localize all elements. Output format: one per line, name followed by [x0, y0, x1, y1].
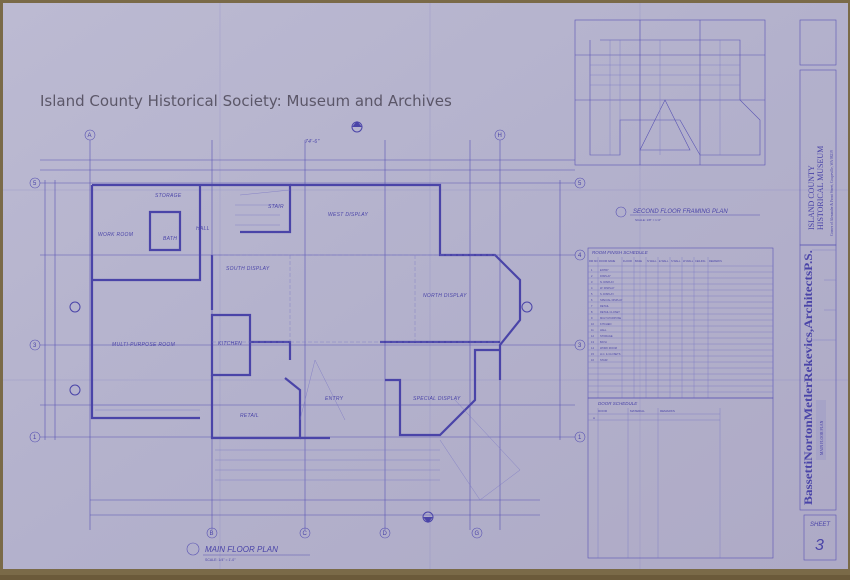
project-address: Corner of Alexander & Front Street, Coup…: [830, 150, 835, 236]
framing-plan-title: SECOND FLOOR FRAMING PLAN: [633, 209, 728, 215]
sheet-label: SHEET: [810, 522, 831, 528]
watermark: Island County Historical Society: Museum…: [40, 92, 452, 110]
grid-bubble: 4: [578, 253, 582, 259]
plan-title-symbol-icon: [186, 542, 200, 556]
schedule-row-number: 4: [591, 286, 593, 290]
schedule-row-name: STORAGE: [600, 334, 613, 338]
schedule-row-number: 8: [591, 310, 593, 314]
room-label: RETAIL: [240, 413, 259, 419]
door-schedule-title: DOOR SCHEDULE: [598, 401, 638, 406]
schedule-header: W WALL: [683, 259, 694, 263]
room-label: WEST DISPLAY: [328, 212, 369, 218]
schedule-row-number: 12: [591, 334, 594, 338]
room-label: MULTI-PURPOSE ROOM: [112, 342, 176, 348]
schedule-header: RM NO: [589, 259, 598, 263]
framing-plan-scale: SCALE: 1/8" = 1'-0": [635, 218, 661, 222]
grid-bubble: 1: [33, 435, 37, 441]
schedule-row-name: RETAIL CLOSET: [600, 310, 620, 314]
grid-bubble: 5: [33, 181, 37, 187]
schedule-row-number: 16: [591, 358, 594, 362]
project-name-line2: HISTORICAL MUSEUM: [816, 146, 825, 230]
schedule-row-name: WORK ROOM: [600, 346, 617, 350]
main-plan-title: MAIN FLOOR PLAN: [205, 545, 278, 554]
section-marker-icon: [69, 121, 533, 523]
grid-bubble: D: [383, 531, 388, 537]
room-label: STORAGE: [155, 193, 182, 199]
schedule-row-name: SPECIAL DISPLAY: [600, 298, 623, 302]
schedule-row-name: W. DISPLAY: [600, 286, 615, 290]
schedule-header: CEILING: [695, 259, 705, 263]
schedule-header: E WALL: [659, 259, 669, 263]
schedule-header: BASE: [635, 259, 642, 263]
grid-bubble: B: [210, 531, 214, 537]
overall-dimension: 74'-6": [305, 139, 320, 145]
door-header: MATERIAL: [630, 409, 645, 413]
room-label: SPECIAL DISPLAY: [413, 396, 461, 402]
plan-title-symbol-icon: [615, 206, 627, 218]
main-floor-plan: WORK ROOM STORAGE STAIR WEST DISPLAY HAL…: [29, 121, 586, 562]
room-label: KITCHEN: [218, 341, 242, 347]
drawing-title: MAIN FLOOR PLAN: [820, 420, 824, 455]
schedule-row-number: 1: [591, 268, 593, 272]
door-header: DOOR: [598, 409, 608, 413]
schedule-row-number: 7: [591, 304, 593, 308]
paper: [3, 3, 848, 569]
schedule-row-number: 5: [591, 292, 593, 296]
room-label: HALL: [196, 226, 210, 232]
schedule-row-name: KITCHEN: [600, 322, 612, 326]
room-label: BATH: [163, 236, 177, 242]
schedule-row-number: 3: [591, 280, 593, 284]
grid-bubble: 5: [578, 181, 582, 187]
door-header: REMARKS: [660, 409, 675, 413]
schedule-row-number: 11: [591, 328, 594, 332]
main-plan-scale: SCALE: 1/4" = 1'-0": [205, 558, 236, 562]
schedule-row-number: 15: [591, 352, 594, 356]
schedule-row-name: RETAIL: [600, 304, 609, 308]
room-label: WORK ROOM: [98, 232, 134, 238]
schedule-row-name: STAIR: [600, 358, 608, 362]
door-row-label: A: [593, 416, 595, 420]
schedule-row-number: 13: [591, 340, 594, 344]
schedule-row-name: S. DISPLAY: [600, 292, 614, 296]
schedule-header: N WALL: [647, 259, 657, 263]
grid-bubble: 3: [578, 343, 582, 349]
second-floor-framing-plan: SECOND FLOOR FRAMING PLAN SCALE: 1/8" = …: [574, 19, 766, 222]
schedule-row-number: 2: [591, 274, 593, 278]
schedule-row-name: MULTI-PURPOSE: [600, 316, 621, 320]
schedule-row-name: H.C. & CLOSETS: [600, 352, 621, 356]
grid-bubble: 1: [578, 435, 582, 441]
schedule-row-name: ENTRY: [600, 268, 609, 272]
schedule-row-name: HALL: [600, 328, 607, 332]
schedule-row-number: 9: [591, 316, 593, 320]
schedule-row-name: DISPLAY: [600, 274, 611, 278]
schedule-header: ROOM NAME: [599, 259, 616, 263]
schedule-row-number: 14: [591, 346, 594, 350]
grid-bubble: A: [88, 133, 92, 139]
schedule-row-number: 6: [591, 298, 593, 302]
architect-firm: BassettiNortonMetlerRekevics,ArchitectsP…: [801, 250, 815, 505]
schedule-header: REMARKS: [709, 259, 722, 263]
project-name-line1: ISLAND COUNTY: [807, 165, 816, 230]
schedule-row-name: N. DISPLAY: [600, 280, 614, 284]
grid-bubble: 3: [33, 343, 37, 349]
schedule-title: ROOM FINISH SCHEDULE: [592, 250, 649, 255]
room-label: ENTRY: [325, 396, 344, 402]
sheet-number: 3: [815, 537, 824, 554]
schedule-row-name: BATH: [600, 340, 607, 344]
door-schedule: DOOR SCHEDULE DOOR MATERIAL REMARKS A: [587, 397, 774, 559]
schedule-row-number: 10: [591, 322, 594, 326]
grid-bubble: H: [498, 133, 502, 139]
schedule-header: FLOOR: [623, 259, 632, 263]
grid-bubble: G: [475, 531, 480, 537]
grid-bubble: C: [303, 531, 308, 537]
room-label: NORTH DISPLAY: [423, 293, 467, 299]
schedule-header: S WALL: [671, 259, 681, 263]
room-label: SOUTH DISPLAY: [226, 266, 270, 272]
title-block: ISLAND COUNTY HISTORICAL MUSEUM Corner o…: [799, 19, 837, 561]
room-label: STAIR: [268, 204, 284, 210]
